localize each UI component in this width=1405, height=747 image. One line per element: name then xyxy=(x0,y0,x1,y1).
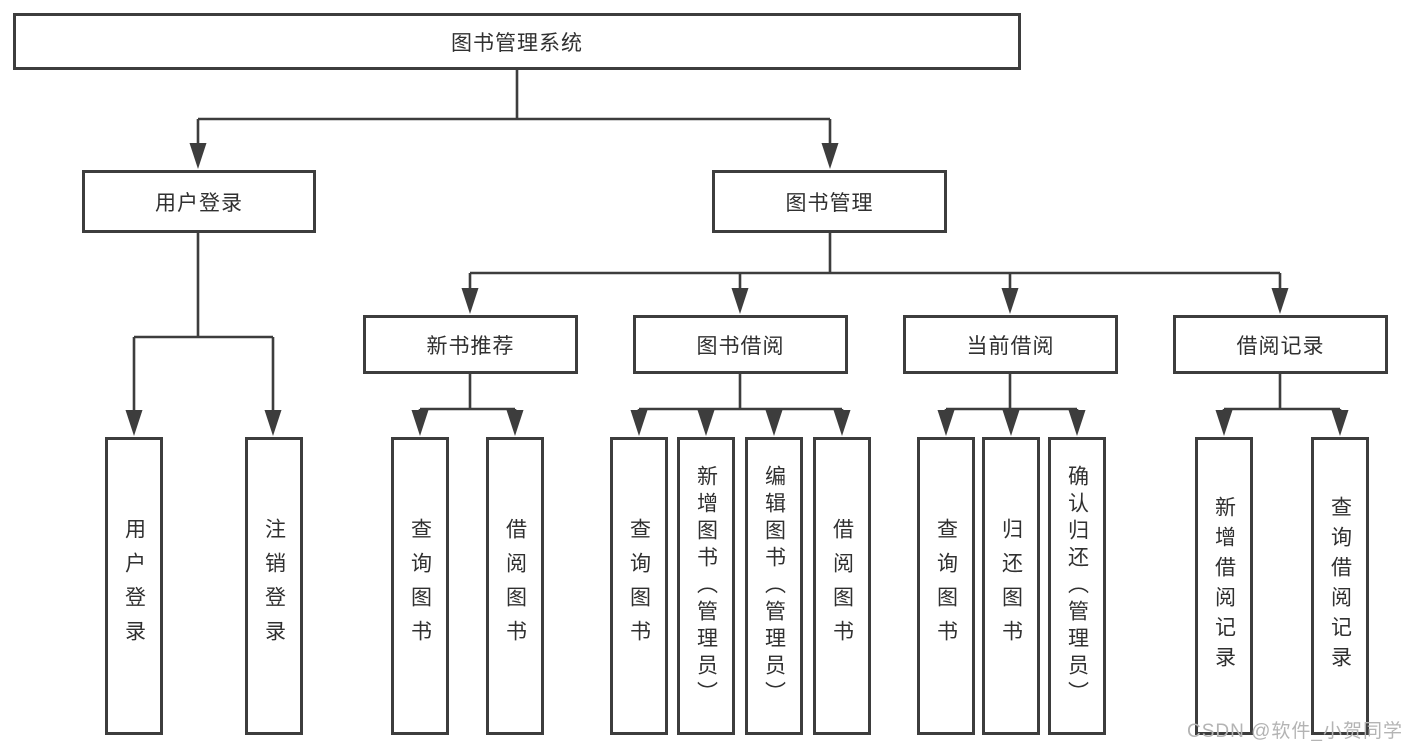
leaf-borrow-books-borrowing: 借阅图书 xyxy=(813,437,871,735)
arrowhead-icon xyxy=(1002,410,1020,436)
node-label: 查询图书 xyxy=(408,518,432,654)
node-label: 查询借阅记录 xyxy=(1328,496,1352,676)
arrowhead-icon xyxy=(1215,410,1233,436)
node-label: 新增借阅记录 xyxy=(1212,496,1236,676)
node-user-login: 用户登录 xyxy=(82,170,316,233)
leaf-query-books-recommend: 查询图书 xyxy=(391,437,449,735)
node-borrowing-records: 借阅记录 xyxy=(1173,315,1388,374)
arrowhead-icon xyxy=(1001,288,1019,314)
node-label: 图书借阅 xyxy=(696,334,785,358)
leaf-query-borrow-record: 查询借阅记录 xyxy=(1311,437,1369,735)
node-label: 借阅记录 xyxy=(1236,334,1325,358)
arrowhead-icon xyxy=(731,288,749,314)
node-label: 新增图书（管理员） xyxy=(694,464,718,708)
node-label: 新书推荐 xyxy=(426,334,515,358)
leaf-edit-books-admin: 编辑图书（管理员） xyxy=(745,437,803,735)
arrowhead-icon xyxy=(630,410,648,436)
leaf-logout: 注销登录 xyxy=(245,437,303,735)
node-label: 注销登录 xyxy=(262,518,286,654)
node-book-borrowing: 图书借阅 xyxy=(633,315,848,374)
node-label: 编辑图书（管理员） xyxy=(762,464,786,708)
arrowhead-icon xyxy=(1331,410,1349,436)
node-label: 归还图书 xyxy=(999,518,1023,654)
arrowhead-icon xyxy=(1068,410,1086,436)
node-new-book-recommendation: 新书推荐 xyxy=(363,315,578,374)
arrowhead-icon xyxy=(1271,288,1289,314)
node-label: 用户登录 xyxy=(122,518,146,654)
node-label: 确认归还（管理员） xyxy=(1065,464,1089,708)
node-label: 查询图书 xyxy=(934,518,958,654)
node-label: 用户登录 xyxy=(155,191,243,215)
arrowhead-icon xyxy=(125,410,143,436)
arrowhead-icon xyxy=(264,410,282,436)
node-label: 图书管理 xyxy=(785,191,874,215)
arrowhead-icon xyxy=(411,410,429,436)
arrowhead-icon xyxy=(697,410,715,436)
leaf-user-login: 用户登录 xyxy=(105,437,163,735)
node-label: 查询图书 xyxy=(627,518,651,654)
arrowhead-icon xyxy=(461,288,479,314)
leaf-confirm-return-admin: 确认归还（管理员） xyxy=(1048,437,1106,735)
arrowhead-icon xyxy=(189,143,207,169)
arrowhead-icon xyxy=(833,410,851,436)
leaf-query-books-current: 查询图书 xyxy=(917,437,975,735)
arrowhead-icon xyxy=(821,143,839,169)
arrowhead-icon xyxy=(765,410,783,436)
leaf-add-borrow-record: 新增借阅记录 xyxy=(1195,437,1253,735)
node-library-management-system: 图书管理系统 xyxy=(13,13,1021,70)
node-label: 借阅图书 xyxy=(830,518,854,654)
arrowhead-icon xyxy=(937,410,955,436)
node-current-borrowing: 当前借阅 xyxy=(903,315,1118,374)
leaf-borrow-books-recommend: 借阅图书 xyxy=(486,437,544,735)
leaf-add-books-admin: 新增图书（管理员） xyxy=(677,437,735,735)
arrowhead-icon xyxy=(506,410,524,436)
node-label: 图书管理系统 xyxy=(451,31,583,55)
node-label: 借阅图书 xyxy=(503,518,527,654)
leaf-query-books-borrowing: 查询图书 xyxy=(610,437,668,735)
watermark: CSDN @软件_小贺同学 xyxy=(1187,721,1403,742)
leaf-return-books: 归还图书 xyxy=(982,437,1040,735)
node-book-management: 图书管理 xyxy=(712,170,947,233)
node-label: 当前借阅 xyxy=(966,334,1055,358)
